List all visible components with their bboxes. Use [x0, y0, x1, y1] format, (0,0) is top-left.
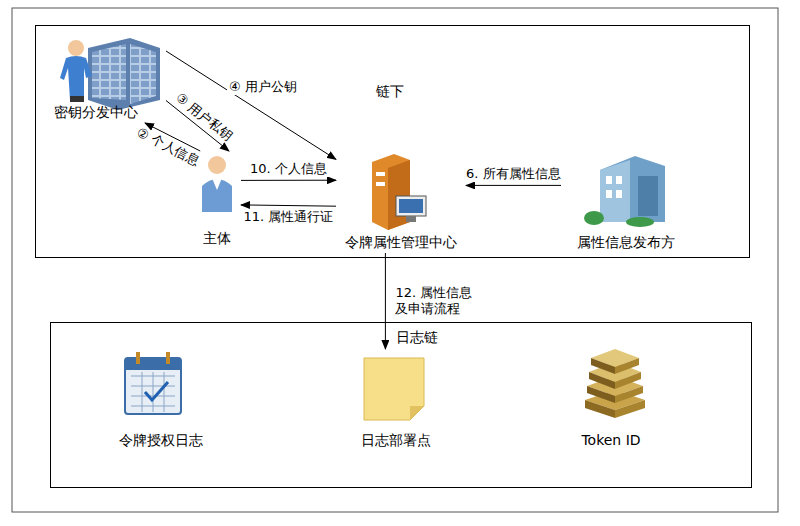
calendar-icon	[125, 352, 181, 414]
outer-frame	[12, 8, 778, 512]
edge-label: ③ 用户私钥	[171, 88, 237, 145]
icon-node: 日志部署点	[346, 349, 446, 451]
arrow-connector	[466, 185, 561, 186]
region-title: 日志链	[396, 329, 438, 346]
node-label: 令牌授权日志	[101, 432, 221, 449]
arrow-connector	[241, 205, 336, 206]
server-rack-icon	[88, 38, 160, 110]
icon-node: 令牌属性管理中心	[336, 149, 466, 253]
icon-node: 属性信息发布方	[561, 149, 691, 253]
node-label: 属性信息发布方	[561, 234, 691, 251]
node-label: 密钥分发中心	[26, 104, 166, 121]
node-label: 日志部署点	[346, 432, 446, 449]
icon-node: Token ID	[561, 349, 661, 451]
edge-label: ② 个人信息	[132, 123, 203, 170]
region-title: 链下	[376, 83, 404, 100]
arrow-connector	[241, 180, 336, 181]
person-icon	[202, 156, 232, 212]
building-icon	[584, 156, 665, 227]
region-box: 日志链令牌授权日志 日志部署点 Token ID	[50, 322, 752, 488]
books-icon	[585, 349, 645, 418]
icon-node: 主体	[193, 151, 241, 249]
node-label: Token ID	[561, 432, 661, 449]
edge-label: 10. 个人信息	[248, 161, 329, 177]
node-label: 主体	[193, 230, 241, 247]
operator-icon	[60, 40, 92, 102]
icon-node: 密钥分发中心	[26, 33, 166, 123]
arrow-connector	[166, 51, 336, 159]
arrow-connector	[385, 253, 386, 349]
server-icon	[372, 154, 426, 230]
edge-label: ④ 用户公钥	[227, 79, 299, 95]
edge-label: 11. 属性通行证	[242, 209, 336, 225]
edge-label: 12. 属性信息 及申请流程	[393, 285, 481, 317]
edge-label: 6. 所有属性信息	[464, 166, 563, 182]
node-label: 令牌属性管理中心	[336, 234, 466, 251]
icon-node: 令牌授权日志	[101, 349, 221, 451]
note-icon	[364, 358, 424, 420]
